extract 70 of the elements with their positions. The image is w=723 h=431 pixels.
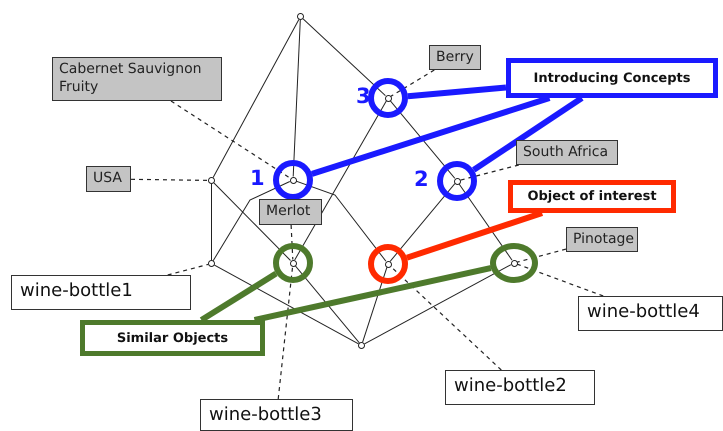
lattice-node	[384, 94, 392, 102]
callout-line	[254, 265, 492, 323]
callout-box	[508, 180, 676, 213]
lattice-line	[364, 264, 512, 344]
attribute-name: Pinotage	[573, 230, 631, 248]
callout-line	[472, 96, 584, 172]
highlight-ring	[273, 243, 313, 283]
callout-number: 2	[414, 167, 429, 191]
leader-line	[390, 266, 502, 370]
lattice-node	[510, 260, 518, 266]
lattice-line	[211, 184, 212, 260]
lattice-line	[302, 18, 386, 96]
leader-line	[170, 100, 290, 179]
lattice-node	[208, 260, 215, 267]
lattice-line	[214, 264, 359, 344]
lattice-node	[290, 260, 296, 266]
callout-number: 1	[250, 166, 265, 190]
object-name: wine-bottle3	[209, 403, 323, 427]
attribute-name: Fruity	[59, 78, 100, 96]
attribute-label	[429, 45, 481, 70]
attribute-name: Cabernet Sauvignon	[59, 60, 203, 78]
leader-line	[168, 264, 208, 276]
leader-line	[278, 266, 294, 400]
highlight-ring	[368, 244, 408, 284]
callout-line	[408, 84, 506, 100]
attribute-label	[86, 166, 131, 192]
attribute-name: Berry	[436, 48, 474, 66]
attribute-label	[516, 140, 618, 165]
object-name: wine-bottle4	[587, 300, 701, 324]
lattice-node	[290, 176, 296, 184]
lattice-node	[297, 13, 304, 20]
callout-number: 3	[356, 84, 371, 108]
lattice-line	[458, 183, 512, 261]
highlight-ring	[437, 161, 477, 201]
lattice-line	[390, 183, 456, 262]
leader-line	[517, 248, 566, 263]
object-label	[11, 275, 191, 310]
callout-text: Object of interest	[527, 189, 657, 204]
lattice-node	[384, 260, 392, 268]
lattice-node	[208, 177, 215, 184]
leader-line	[131, 178, 208, 181]
attribute-label	[259, 199, 322, 225]
attribute-name: USA	[93, 169, 123, 187]
callout-box	[80, 320, 265, 356]
lattice-line	[292, 20, 301, 177]
lattice-node	[358, 342, 365, 349]
lattice-line	[294, 265, 360, 344]
highlight-ring	[368, 78, 408, 118]
leader-line	[517, 264, 604, 297]
attribute-label	[566, 227, 638, 252]
lattice-line	[390, 100, 456, 179]
callout-text: Introducing Concepts	[534, 70, 690, 86]
object-label	[578, 296, 723, 331]
object-name: wine-bottle1	[20, 279, 134, 303]
lattice-line	[296, 180, 386, 262]
highlight-ring	[490, 243, 538, 283]
attribute-name: South Africa	[523, 143, 610, 161]
object-name: wine-bottle2	[454, 374, 568, 398]
callout-box	[506, 58, 718, 98]
callout-text: Similar Objects	[116, 330, 228, 346]
lattice-node	[454, 178, 460, 184]
leader-line	[290, 224, 294, 260]
callout-line	[200, 271, 278, 323]
lattice-line	[212, 19, 300, 178]
leader-line	[460, 164, 519, 181]
object-label	[445, 370, 595, 405]
attribute-label	[52, 57, 222, 101]
leader-line	[390, 69, 435, 97]
attribute-name: Merlot	[266, 202, 312, 220]
object-label	[200, 399, 353, 431]
